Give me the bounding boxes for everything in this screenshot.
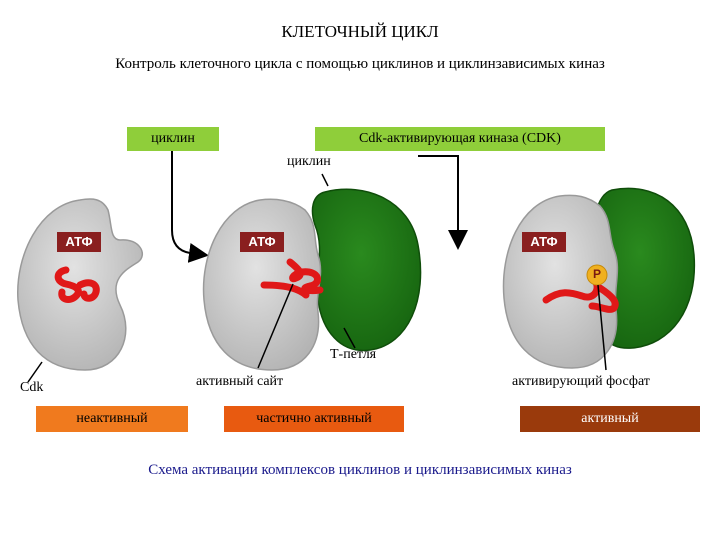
cdk-inactive <box>17 198 143 371</box>
phosphate-icon <box>586 264 608 286</box>
state-active: активный <box>520 406 700 432</box>
page-subtitle: Контроль клеточного цикла с помощью цикл… <box>115 56 605 72</box>
active-site-label: активный сайт <box>196 374 284 389</box>
page-title: КЛЕТОЧНЫЙ ЦИКЛ <box>281 22 439 41</box>
pointer-lines <box>27 173 607 383</box>
atp-label-1: АТФ <box>57 232 101 252</box>
state-partial: частично активный <box>224 406 404 432</box>
phosphate-label: P <box>592 267 601 281</box>
atp-label-2: АТФ <box>240 232 284 252</box>
cyclin-pointer-label: циклин <box>287 154 331 169</box>
cdk-kinase-box: Cdk-активирующая киназа (CDK) <box>315 127 605 151</box>
cyclin-box: циклин <box>127 127 219 151</box>
state-inactive: неактивный <box>36 406 188 432</box>
arrow-cdk-kinase <box>418 155 468 250</box>
cdk-label: Cdk <box>20 380 44 395</box>
atp-label-3: АТФ <box>522 232 566 252</box>
cdk-partial <box>202 188 422 371</box>
activating-phosphate-label: активирующий фосфат <box>512 374 650 389</box>
figure-caption: Схема активации комплексов циклинов и ци… <box>148 462 572 478</box>
t-loop-label: Т-петля <box>330 347 377 362</box>
arrow-cyclin-binding <box>171 148 209 263</box>
